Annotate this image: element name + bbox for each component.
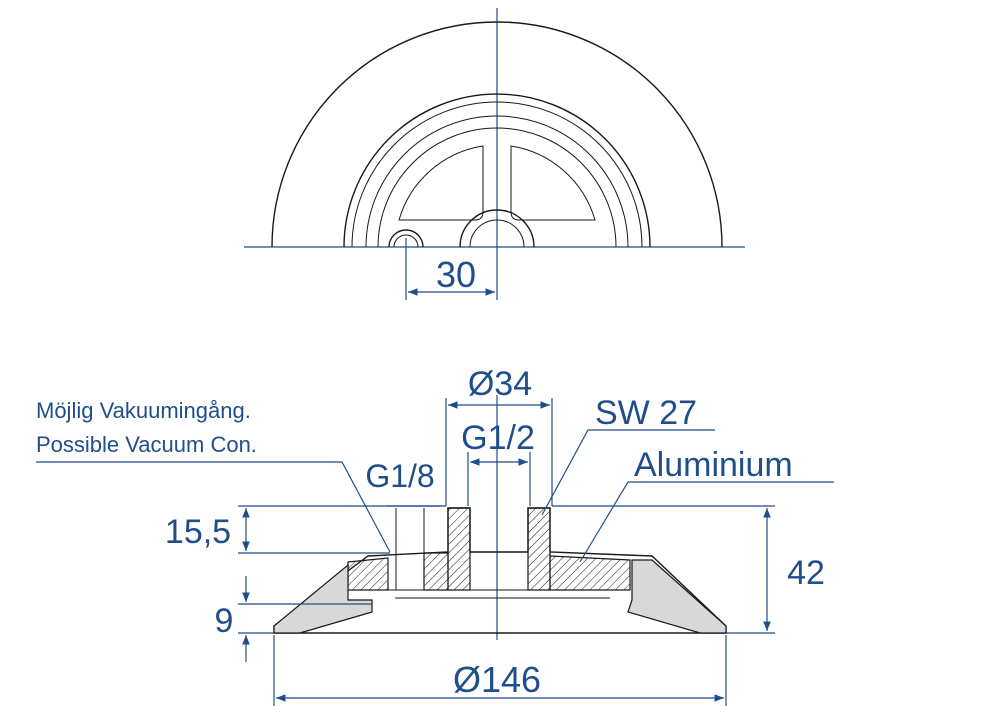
dim-34-label: Ø34 <box>468 365 532 403</box>
vacuum-port <box>388 229 424 248</box>
dim-sw27-label: SW 27 <box>595 394 697 432</box>
body-hatch-center-right <box>527 507 551 591</box>
vacuum-port-inner <box>393 234 419 248</box>
ring-arc-2 <box>351 101 643 248</box>
rubber-lip-left <box>273 563 373 634</box>
ring-arc-4 <box>377 127 617 248</box>
ring-arc-1 <box>343 93 651 248</box>
dim-9-label: 9 <box>215 602 234 640</box>
top-view: 30 <box>244 8 745 300</box>
section-view: Ø34 G1/2 G1/8 Möjlig Vakuumingång. Possi… <box>36 365 834 706</box>
rubber-lip-right <box>627 559 727 634</box>
body-hatch-center <box>447 507 471 591</box>
center-hub-inner <box>469 219 525 248</box>
window-left <box>398 145 484 221</box>
ring-arc-3 <box>365 115 629 248</box>
dim-42-label: 42 <box>787 554 825 592</box>
center-hub <box>459 209 535 248</box>
dim-g12-label: G1/2 <box>461 419 535 457</box>
body-hatch-left <box>423 552 449 591</box>
note-vacuum-en: Possible Vacuum Con. <box>36 432 257 457</box>
dim-155-label: 15,5 <box>165 513 231 551</box>
window-right <box>510 145 596 221</box>
dim-146-label: Ø146 <box>453 659 541 700</box>
body-hatch-left-outer <box>347 557 389 591</box>
outer-arc <box>271 21 723 248</box>
note-vacuum-sv: Möjlig Vakuumingång. <box>36 398 251 423</box>
material-leader <box>579 481 834 563</box>
dim-sw27-leader <box>541 429 715 516</box>
dim-30-label: 30 <box>436 254 476 295</box>
note-leader <box>36 461 391 553</box>
body-hatch-right <box>549 555 631 591</box>
dim-g18-label: G1/8 <box>365 458 434 494</box>
material-label: Aluminium <box>634 446 793 484</box>
